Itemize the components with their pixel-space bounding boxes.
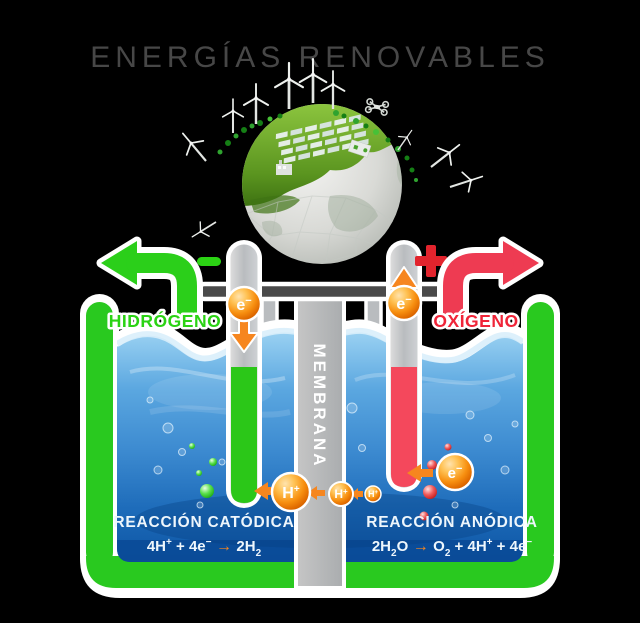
proton-ball-medium: H+ bbox=[328, 481, 354, 507]
proton-charge: + bbox=[294, 484, 300, 495]
electron-charge: − bbox=[405, 294, 411, 306]
proton-flow: H+ H+ H+ bbox=[254, 471, 382, 513]
anodic-reaction-equation: 2H2O → O2 + 4H+ + 4e− bbox=[372, 537, 532, 559]
electron-ball-anode: e− bbox=[385, 284, 423, 322]
hydrogen-bubbles bbox=[189, 443, 217, 498]
proton-arrow bbox=[307, 486, 325, 500]
anodic-reaction-heading: REACCIÓN ANÓDICA bbox=[366, 513, 538, 531]
drone-icon bbox=[364, 98, 390, 116]
hydrogen-arrow bbox=[96, 236, 203, 329]
plus-sign bbox=[415, 245, 447, 277]
cathode-fill bbox=[231, 367, 257, 503]
oxygen-bubbles bbox=[419, 443, 452, 521]
svg-text:H+: H+ bbox=[282, 484, 300, 502]
svg-text:H+: H+ bbox=[334, 487, 348, 501]
proton-symbol: H bbox=[334, 487, 343, 501]
proton-arrow bbox=[254, 482, 280, 500]
proton-arrow bbox=[351, 488, 363, 500]
proton-symbol: H bbox=[282, 485, 294, 502]
minus-sign bbox=[197, 257, 221, 266]
electron-arrow bbox=[407, 464, 433, 482]
continent-shape bbox=[328, 194, 378, 232]
electron-ball-cathode: e− bbox=[225, 285, 263, 323]
membrane-column bbox=[294, 295, 346, 590]
anode-fill bbox=[391, 367, 417, 487]
oxygen-label: OXÍGENO bbox=[433, 310, 518, 331]
tank-right-wall bbox=[527, 302, 554, 566]
cathodic-reaction-heading: REACCIÓN CATÓDICA bbox=[113, 513, 294, 531]
cathodic-reaction-equation: 4H+ + 4e− → 2H2 bbox=[147, 537, 262, 559]
proton-ball-large: H+ bbox=[270, 471, 312, 513]
continent-shape bbox=[262, 220, 283, 237]
proton-symbol: H bbox=[368, 489, 375, 499]
svg-text:e−: e− bbox=[448, 463, 463, 482]
electron-charge: − bbox=[245, 295, 251, 307]
membrane-label: MEMBRANA bbox=[310, 343, 329, 468]
electron-symbol: e bbox=[236, 297, 245, 314]
wave-streak bbox=[129, 366, 286, 384]
wave-streak bbox=[149, 405, 291, 418]
svg-text:e−: e− bbox=[236, 295, 251, 314]
electron-charge: − bbox=[456, 463, 462, 475]
proton-charge: + bbox=[374, 490, 378, 496]
proton-charge: + bbox=[343, 487, 348, 496]
factory bbox=[276, 160, 292, 175]
earth-globe bbox=[173, 57, 487, 264]
electron-symbol: e bbox=[448, 465, 456, 482]
hydrogen-label: HIDRÓGENO bbox=[109, 310, 221, 331]
oxygen-arrow bbox=[437, 236, 544, 329]
svg-text:e−: e− bbox=[396, 294, 411, 313]
tank-left-wall bbox=[86, 302, 113, 566]
electron-ball-water: e− bbox=[435, 452, 475, 492]
wave-streak bbox=[354, 372, 516, 385]
building bbox=[347, 139, 372, 158]
svg-text:H+: H+ bbox=[368, 489, 379, 499]
page-title: ENERGÍAS RENOVABLES bbox=[90, 41, 550, 74]
electron-symbol: e bbox=[396, 296, 405, 313]
cathode-tube bbox=[226, 240, 262, 508]
proton-ball-small: H+ bbox=[364, 485, 382, 503]
